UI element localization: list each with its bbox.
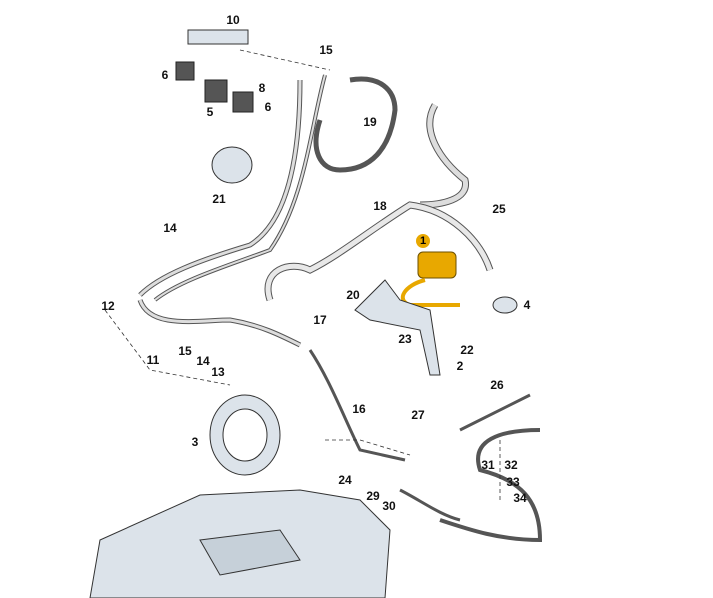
- callout-6[interactable]: 6: [161, 68, 169, 82]
- callout-11[interactable]: 11: [146, 353, 160, 367]
- leader-lines: [104, 49, 501, 500]
- callout-14b[interactable]: 14: [196, 354, 210, 368]
- callout-31[interactable]: 31: [481, 458, 495, 472]
- callout-24[interactable]: 24: [338, 473, 352, 487]
- throttle-body: [209, 394, 281, 476]
- callout-30[interactable]: 30: [382, 499, 396, 513]
- valve-block: [175, 29, 254, 113]
- callout-17[interactable]: 17: [313, 313, 327, 327]
- callout-20[interactable]: 20: [346, 288, 360, 302]
- callout-18[interactable]: 18: [373, 199, 387, 213]
- callout-12[interactable]: 12: [101, 299, 115, 313]
- callout-3[interactable]: 3: [191, 435, 199, 449]
- callout-15b[interactable]: 15: [178, 344, 192, 358]
- callout-4[interactable]: 4: [523, 298, 531, 312]
- bracket: [354, 279, 441, 376]
- callout-32[interactable]: 32: [504, 458, 518, 472]
- vacuum-unit: [211, 146, 253, 184]
- callout-27[interactable]: 27: [411, 408, 425, 422]
- callout-5[interactable]: 5: [206, 105, 214, 119]
- callout-1-highlighted[interactable]: 1: [416, 234, 430, 248]
- solenoid-valve-highlighted: [400, 251, 460, 307]
- hoses: [137, 74, 543, 543]
- callout-8[interactable]: 8: [258, 81, 266, 95]
- callout-26[interactable]: 26: [490, 378, 504, 392]
- callout-15[interactable]: 15: [319, 43, 333, 57]
- callout-34[interactable]: 34: [513, 491, 527, 505]
- callout-33[interactable]: 33: [506, 475, 520, 489]
- callout-19[interactable]: 19: [363, 115, 377, 129]
- callout-10[interactable]: 10: [226, 13, 240, 27]
- callout-25[interactable]: 25: [492, 202, 506, 216]
- callout-6b[interactable]: 6: [264, 100, 272, 114]
- callout-21[interactable]: 21: [212, 192, 226, 206]
- callout-23[interactable]: 23: [398, 332, 412, 346]
- callout-29[interactable]: 29: [366, 489, 380, 503]
- grommet: [492, 296, 518, 314]
- intake-manifold: [89, 489, 391, 598]
- callout-14[interactable]: 14: [163, 221, 177, 235]
- callout-16[interactable]: 16: [352, 402, 366, 416]
- callout-2[interactable]: 2: [456, 359, 464, 373]
- callout-22[interactable]: 22: [460, 343, 474, 357]
- callout-13[interactable]: 13: [211, 365, 225, 379]
